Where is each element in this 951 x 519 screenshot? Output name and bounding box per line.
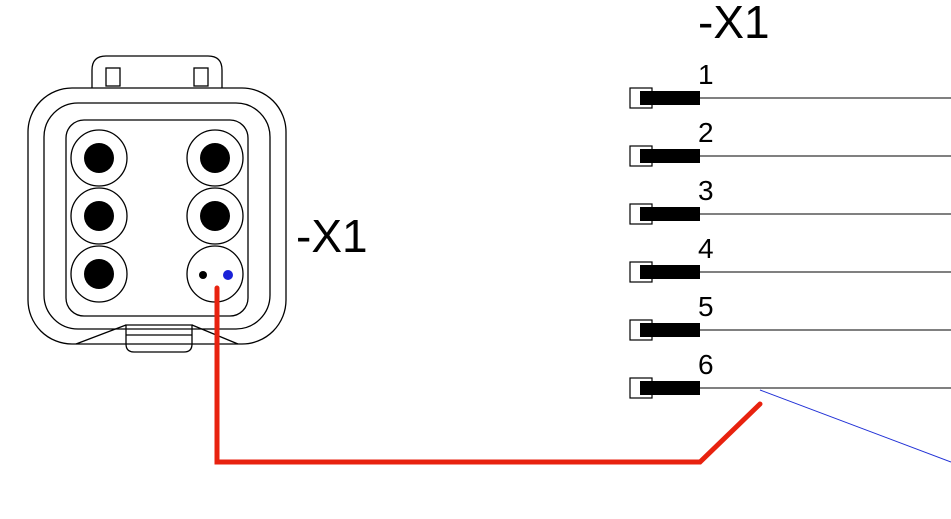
- schematic-label: -X1: [698, 0, 770, 48]
- cavity-3: [70, 245, 128, 303]
- pin-1-contact: [640, 91, 700, 105]
- cavity-5: [186, 187, 244, 245]
- pin-6-leader-line: [759, 389, 951, 463]
- pin-2-contact: [640, 149, 700, 163]
- pin-5-contact: [640, 323, 700, 337]
- connector-cavities: [70, 129, 244, 303]
- pin-4-number: 4: [698, 233, 714, 264]
- latch-slot-left: [105, 67, 121, 87]
- connector-housing-outer: [27, 87, 287, 345]
- pin-3-number: 3: [698, 175, 714, 206]
- cavity-6-black-dot: [199, 271, 207, 279]
- pin-6-number: 6: [698, 349, 714, 380]
- connector-key: [125, 324, 193, 353]
- pin-4[interactable]: 4: [629, 233, 951, 283]
- pin-1[interactable]: 1: [629, 59, 951, 109]
- cavity-1: [70, 129, 128, 187]
- connector-label: -X1: [296, 210, 368, 262]
- pin-6-contact: [640, 381, 700, 395]
- pin-6[interactable]: 6: [629, 349, 951, 399]
- connector-latch: [91, 55, 223, 88]
- connector-housing-inner: [65, 119, 249, 317]
- pin-2-number: 2: [698, 117, 714, 148]
- cavity-2: [70, 187, 128, 245]
- connector-face-view: [27, 55, 287, 353]
- pin-5[interactable]: 5: [629, 291, 951, 341]
- pin-1-number: 1: [698, 59, 714, 90]
- pin-4-contact: [640, 265, 700, 279]
- latch-slot-right: [193, 67, 209, 87]
- connector-housing-mid: [43, 102, 271, 330]
- pin-3-contact: [640, 207, 700, 221]
- pin-3[interactable]: 3: [629, 175, 951, 225]
- cavity-6-selected[interactable]: [186, 245, 244, 303]
- cavity-to-pin-highlight-wire: [214, 285, 763, 465]
- pin-2[interactable]: 2: [629, 117, 951, 167]
- cavity-6-blue-dot: [223, 270, 233, 280]
- pin-5-number: 5: [698, 291, 714, 322]
- cavity-4: [186, 129, 244, 187]
